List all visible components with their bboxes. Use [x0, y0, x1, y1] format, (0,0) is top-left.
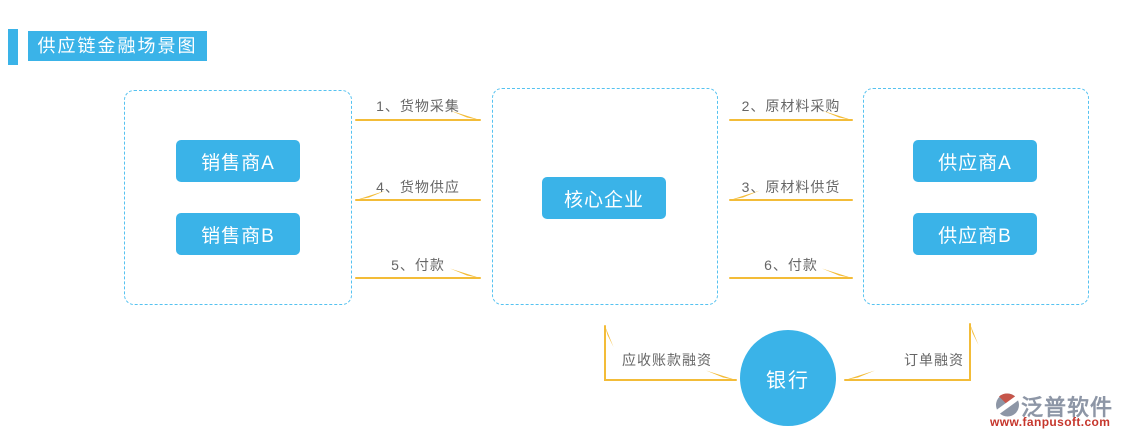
- flow-label-raw-material-purchase: 2、原材料采购: [741, 98, 841, 114]
- node-supplier-a: 供应商A: [913, 140, 1037, 182]
- group-box-suppliers: [863, 88, 1089, 305]
- page-title: 供应链金融场景图: [28, 31, 207, 61]
- brand-url: www.fanpusoft.com: [990, 415, 1111, 429]
- flow-label-order-financing: 订单融资: [904, 352, 964, 368]
- node-seller-b: 销售商B: [176, 213, 300, 255]
- arrowhead-left-icon: [845, 370, 875, 380]
- flow-label-payment-left: 5、付款: [391, 257, 445, 273]
- arrowhead-up-icon: [970, 324, 979, 345]
- group-box-sellers: [124, 90, 352, 305]
- node-bank: 银行: [740, 330, 836, 426]
- brand-logo-icon: [996, 392, 1019, 418]
- arrowhead-right-icon: [822, 268, 852, 278]
- arrowhead-right-icon: [450, 268, 480, 278]
- node-supplier-b: 供应商B: [913, 213, 1037, 255]
- flow-label-receivables-financing: 应收账款融资: [622, 352, 712, 368]
- flow-label-goods-supply: 4、货物供应: [376, 179, 460, 195]
- flow-label-payment-right: 6、付款: [764, 257, 818, 273]
- flow-label-goods-collection: 1、货物采集: [376, 98, 460, 114]
- brand-name: 泛普软件: [1021, 395, 1114, 420]
- arrowhead-right-icon: [706, 370, 736, 380]
- arrowhead-up-icon: [605, 326, 614, 347]
- flow-label-raw-material-supply: 3、原材料供货: [741, 179, 841, 195]
- brand-logo: 泛普软件 www.fanpusoft.com: [988, 389, 1123, 433]
- title-accent-bar: [8, 29, 18, 65]
- node-seller-a: 销售商A: [176, 140, 300, 182]
- node-core-enterprise: 核心企业: [542, 177, 666, 219]
